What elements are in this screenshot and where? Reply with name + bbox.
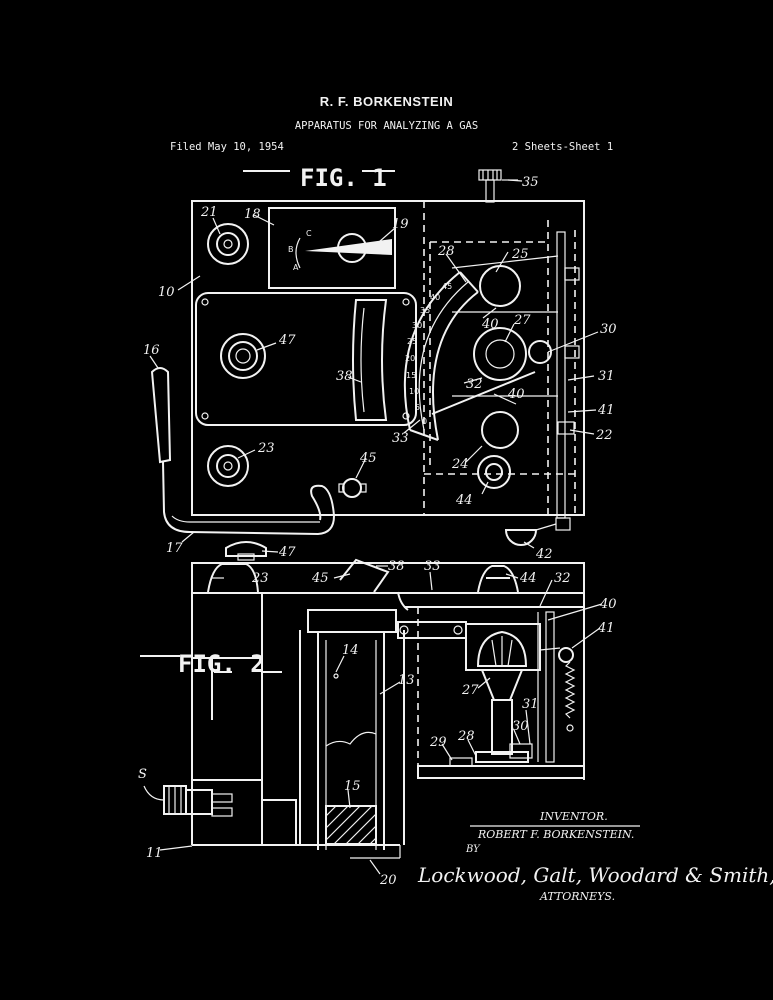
ref-17: 17 (166, 541, 183, 556)
fig1-reference-numerals: 35 21 18 19 10 28 25 40 27 30 47 16 38 3… (143, 175, 617, 562)
ref-25: 25 (511, 247, 529, 262)
ref-28: 28 (437, 244, 455, 259)
dial-scale: 0 5 10 15 20 25 30 35 40 45 (405, 282, 452, 426)
ref-21: 21 (200, 205, 218, 220)
ref-42: 42 (535, 547, 553, 562)
gauge-letter-b: B (288, 245, 294, 254)
ref-30: 30 (512, 719, 529, 734)
ref-29: 29 (429, 735, 447, 750)
signature-block: INVENTOR. ROBERT F. BORKENSTEIN. BY Lock… (417, 810, 773, 903)
ref-38: 38 (388, 559, 405, 574)
ref-31: 31 (522, 697, 539, 712)
by-label: BY (465, 844, 481, 855)
dial-scale-label: 20 (405, 354, 415, 363)
ref-19: 19 (392, 217, 409, 232)
ref-27: 27 (513, 313, 531, 328)
inventor-header: R. F. BORKENSTEIN (319, 94, 454, 109)
ref-14: 14 (342, 643, 359, 658)
ref-41: 41 (597, 621, 615, 636)
ref-32: 32 (466, 377, 483, 392)
attorney-signature: Lockwood, Galt, Woodard & Smith, (417, 863, 773, 887)
dial-scale-label: 45 (442, 282, 452, 291)
sheet-count: 2 Sheets-Sheet 1 (512, 141, 614, 153)
ref-40a: 40 (481, 317, 499, 332)
ref-45: 45 (359, 451, 377, 466)
ref-27: 27 (461, 683, 479, 698)
fig2-reference-numerals: 47 38 23 45 33 44 32 40 41 14 13 27 31 2… (138, 545, 617, 888)
ref-33: 33 (392, 431, 409, 446)
dial-scale-label: 0 (422, 417, 427, 426)
ref-40: 40 (599, 597, 617, 612)
ref-45: 45 (311, 571, 329, 586)
ref-15: 15 (344, 779, 361, 794)
patent-title: APPARATUS FOR ANALYZING A GAS (294, 120, 479, 132)
ref-41: 41 (597, 403, 615, 418)
ref-33: 33 (424, 559, 441, 574)
ref-44: 44 (519, 571, 537, 586)
dial-scale-label: 40 (430, 293, 440, 302)
ref-40b: 40 (507, 387, 525, 402)
ref-10: 10 (158, 285, 175, 300)
inventor-label: INVENTOR. (539, 810, 608, 823)
fig2-label: FIG. 2 (178, 650, 265, 678)
ref-16: 16 (143, 343, 160, 358)
dial-scale-label: 10 (409, 387, 419, 396)
ref-23: 23 (257, 441, 275, 456)
inventor-full-name: ROBERT F. BORKENSTEIN. (477, 828, 634, 841)
attorneys-label: ATTORNEYS. (539, 890, 615, 903)
ref-23: 23 (251, 571, 269, 586)
ref-30: 30 (600, 322, 617, 337)
gauge-letter-c: C (306, 229, 312, 238)
ref-13: 13 (398, 673, 415, 688)
dial-scale-label: 25 (407, 337, 417, 346)
dial-scale-label: 5 (415, 403, 420, 412)
gauge-letter-a: A (293, 263, 299, 272)
ref-38: 38 (336, 369, 353, 384)
dial-scale-label: 15 (406, 371, 416, 380)
ref-44: 44 (455, 493, 473, 508)
ref-S: S (138, 767, 147, 782)
ref-47: 47 (278, 545, 296, 560)
filed-date: Filed May 10, 1954 (170, 141, 284, 153)
ref-18: 18 (244, 207, 261, 222)
ref-20: 20 (379, 873, 397, 888)
ref-11: 11 (146, 846, 163, 861)
ref-47: 47 (278, 333, 296, 348)
fig1-label: FIG. 1 (300, 164, 387, 192)
ref-35: 35 (522, 175, 539, 190)
dial-scale-label: 35 (420, 306, 430, 315)
ref-31: 31 (598, 369, 615, 384)
ref-24: 24 (451, 457, 469, 472)
fig1-drawing: FIG. 1 C (143, 164, 617, 562)
dial-scale-label: 30 (412, 321, 422, 330)
fig2-drawing: FIG. 2 (138, 541, 617, 888)
ref-28: 28 (457, 729, 475, 744)
ref-22: 22 (595, 428, 613, 443)
ref-32: 32 (554, 571, 571, 586)
